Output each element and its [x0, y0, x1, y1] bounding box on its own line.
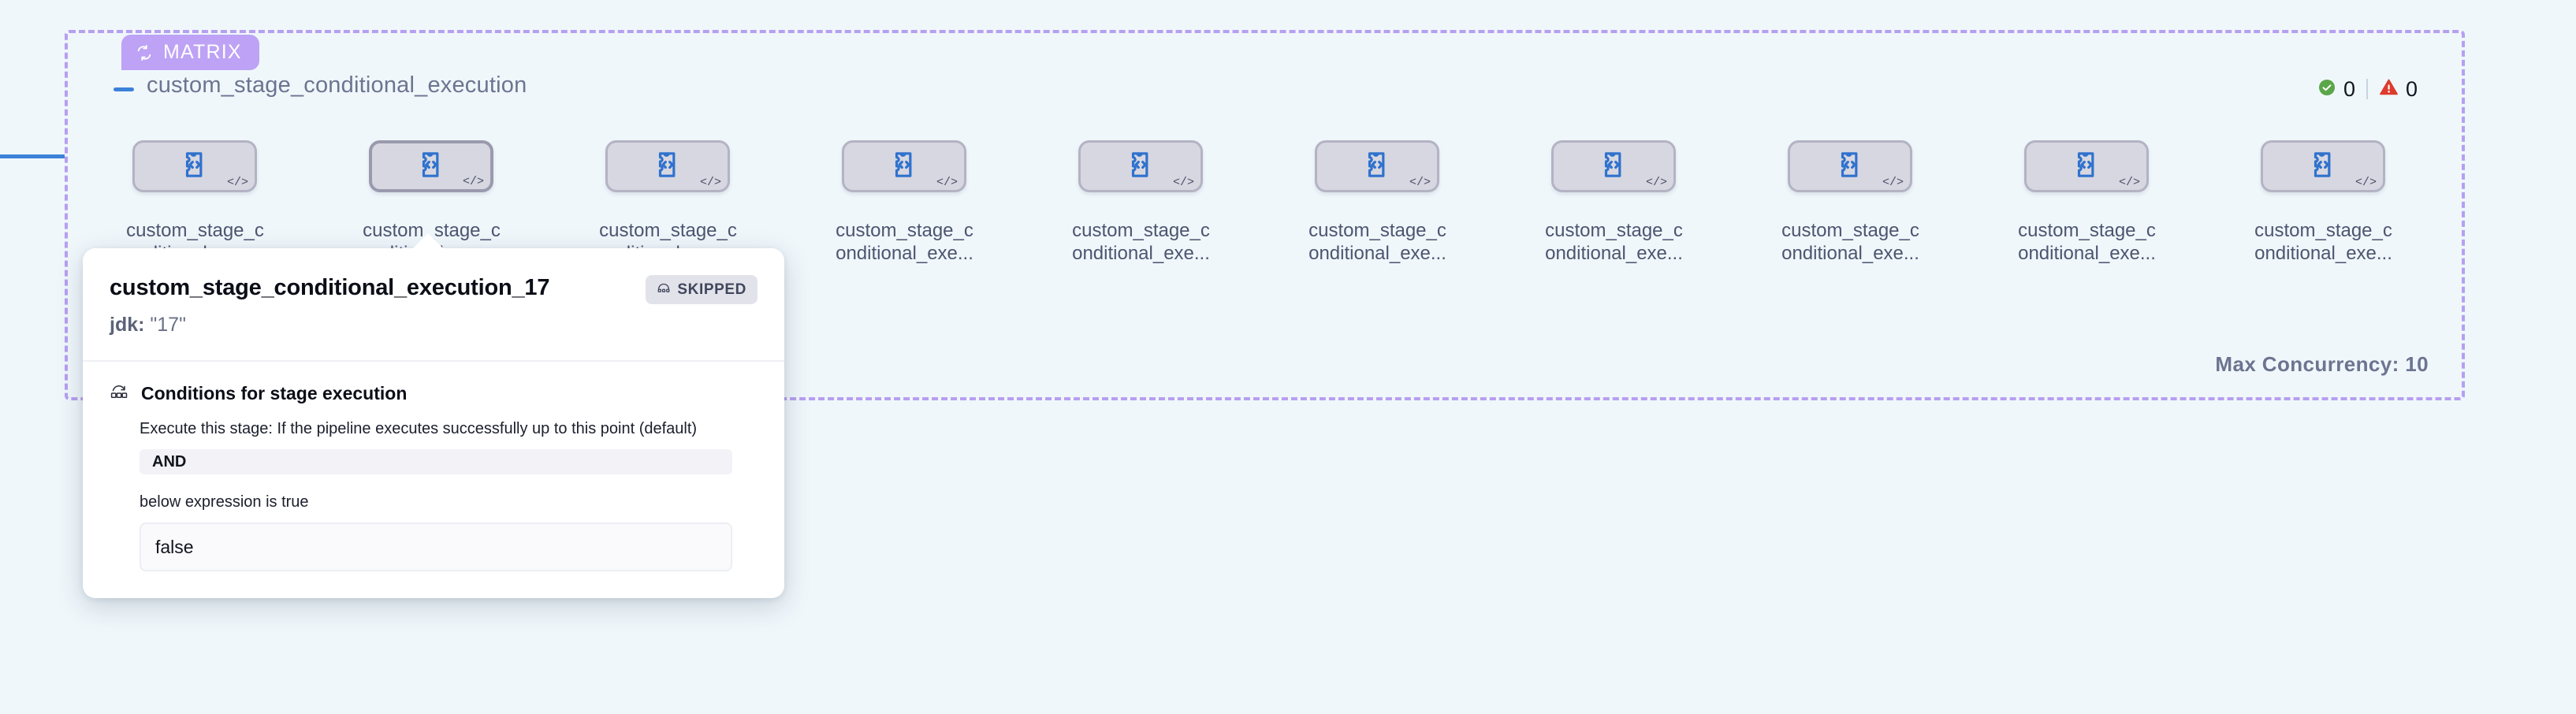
warning-counter[interactable]: 0 [2368, 77, 2429, 102]
status-badge: SKIPPED [646, 275, 758, 304]
stage-node-box[interactable]: </> [1788, 140, 1912, 192]
stage-node-label: custom_stage_conditional_exe... [836, 220, 973, 264]
parameter-value: "17" [150, 314, 186, 336]
code-brackets-icon: </> [936, 176, 958, 189]
status-counters: 0 0 [2306, 76, 2429, 102]
conditions-expression-field[interactable]: false [140, 522, 732, 571]
tooltip-parameter: jdk: "17" [83, 311, 784, 360]
loop-icon [136, 44, 153, 61]
code-brackets-icon: </> [1172, 176, 1194, 189]
status-badge-label: SKIPPED [677, 281, 746, 298]
tooltip-title: custom_stage_conditional_execution_17 [110, 275, 550, 300]
incoming-connector-edge [0, 154, 65, 158]
tooltip-header: custom_stage_conditional_execution_17 SK… [83, 248, 784, 311]
max-concurrency-label: Max Concurrency: 10 [2215, 352, 2429, 376]
custom-stage-code-icon [1834, 149, 1866, 184]
stage-node-row: </> custom_stage_conditional_exe... </> cus… [68, 140, 2462, 314]
warning-triangle-icon [2379, 77, 2399, 101]
stage-node-box[interactable]: </> [132, 140, 257, 192]
success-count: 0 [2343, 76, 2355, 101]
code-brackets-icon: </> [2118, 176, 2140, 189]
code-brackets-icon: </> [462, 175, 484, 188]
custom-stage-code-icon [652, 149, 683, 184]
warning-count: 0 [2405, 76, 2418, 101]
code-brackets-icon: </> [226, 176, 248, 189]
stage-node-label: custom_stage_conditional_exe... [1781, 220, 1919, 264]
conditions-description: Execute this stage: If the pipeline exec… [140, 420, 698, 437]
stage-node-box[interactable]: </> [1551, 140, 1676, 192]
stage-node-box[interactable]: </> [2024, 140, 2149, 192]
counter-divider [2366, 79, 2368, 99]
collapse-toggle-button[interactable] [110, 76, 137, 102]
stage-node-label: custom_stage_conditional_exe... [1308, 220, 1446, 264]
custom-stage-code-icon [179, 149, 210, 184]
custom-stage-code-icon [2307, 149, 2339, 184]
stage-node-box[interactable]: </> [1078, 140, 1203, 192]
conditions-sub-label: below expression is true [140, 493, 309, 511]
custom-stage-code-icon [415, 149, 447, 184]
stage-node-label: custom_stage_conditional_exe... [1072, 220, 1210, 264]
tooltip-arrow [412, 233, 444, 249]
stage-detail-tooltip: custom_stage_conditional_execution_17 SK… [83, 233, 784, 598]
stage-node-label: custom_stage_conditional_exe... [2018, 220, 2156, 264]
tooltip-divider [83, 360, 784, 362]
custom-stage-code-icon [2071, 149, 2102, 184]
stage-node-box[interactable]: </> [369, 140, 493, 192]
conditions-heading-row: Conditions for stage execution [110, 382, 758, 405]
custom-stage-code-icon [1361, 149, 1393, 184]
conditions-operator-chip: AND [140, 449, 732, 474]
success-counter[interactable]: 0 [2306, 77, 2366, 102]
minus-icon [114, 87, 134, 91]
custom-stage-code-icon [1598, 149, 1629, 184]
parameter-key: jdk: [110, 314, 145, 336]
conditions-heading: Conditions for stage execution [141, 383, 408, 403]
rerun-conditions-icon [110, 382, 128, 405]
stage-node-box[interactable]: </> [842, 140, 966, 192]
matrix-badge[interactable]: MATRIX [121, 35, 259, 70]
code-brackets-icon: </> [699, 176, 721, 189]
stage-node-box[interactable]: </> [2261, 140, 2385, 192]
matrix-badge-label: MATRIX [163, 41, 242, 63]
stage-node-box[interactable]: </> [1315, 140, 1439, 192]
tooltip-conditions-section: Conditions for stage execution Execute t… [83, 362, 784, 598]
stage-node-box[interactable]: </> [605, 140, 730, 192]
code-brackets-icon: </> [1645, 176, 1667, 189]
custom-stage-code-icon [888, 149, 920, 184]
code-brackets-icon: </> [1882, 176, 1904, 189]
code-brackets-icon: </> [1409, 176, 1431, 189]
group-title: custom_stage_conditional_execution [147, 73, 527, 98]
stage-node-label: custom_stage_conditional_exe... [1545, 220, 1683, 264]
stage-node-label: custom_stage_conditional_exe... [2254, 220, 2392, 264]
code-brackets-icon: </> [2355, 176, 2377, 189]
custom-stage-code-icon [1125, 149, 1156, 184]
skip-icon [657, 281, 671, 299]
check-circle-icon [2317, 78, 2336, 101]
